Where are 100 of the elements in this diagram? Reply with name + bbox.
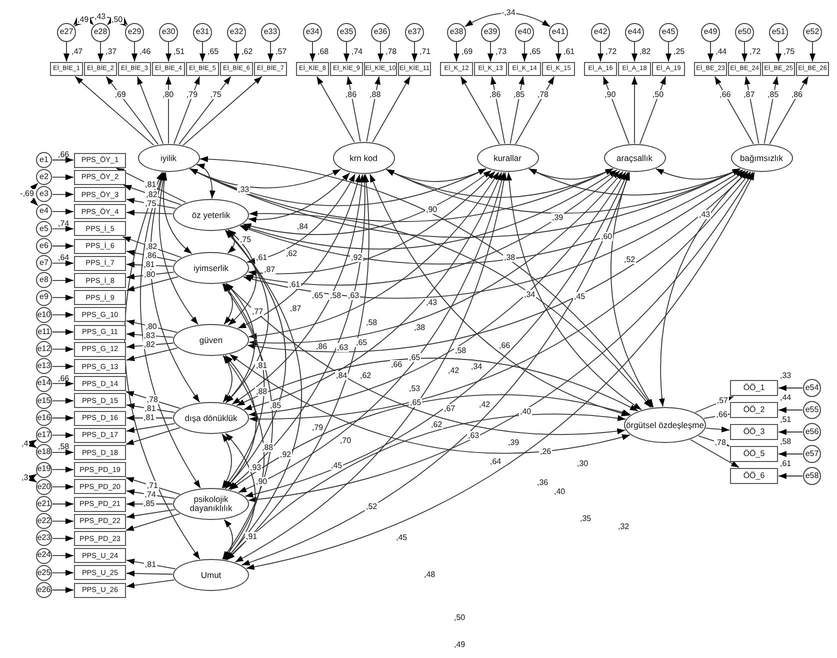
arrow [126,320,178,333]
value-label: ,74 [57,218,70,228]
indicator-box [730,402,778,418]
node-label: ÖÖ_5 [743,450,765,458]
indicator-box [74,444,126,460]
arrow [556,42,562,62]
curved-arrow [161,172,192,254]
value-label: ,74 [350,47,364,56]
arrow [126,570,173,576]
error-circle [36,513,52,530]
arrow [316,76,355,143]
value-label: ,67 [443,404,456,413]
arrow [690,439,740,468]
indicator-box [74,358,126,374]
value-label: ,64 [489,457,502,466]
value-label: ,65 [409,398,422,407]
arrow [52,226,74,232]
value-label: ,65 [355,338,368,347]
value-label: ,84 [335,371,348,380]
error-circle [36,392,52,409]
value-label: ,62 [240,47,254,56]
curved-arrow [239,169,744,264]
arrow [776,42,782,62]
node-label: e42 [594,28,608,36]
node-label: e5 [40,224,48,233]
indicator-box [74,342,126,357]
curved-arrow [28,474,38,483]
arrow [52,191,74,198]
arrow [52,363,74,370]
error-circle [36,341,52,358]
edge-label: ,86 [488,90,502,100]
indicator-box [618,62,651,76]
curved-arrow [240,170,618,250]
latent-ellipse [624,407,706,443]
node-label: e11 [38,328,50,336]
arrow [632,42,638,62]
error-circle [481,22,500,42]
error-circle [36,204,52,220]
node-label: kurallar [494,154,522,162]
indicator-box [254,62,287,76]
latent-ellipse [173,199,249,231]
arrow [510,76,525,144]
arrow [310,42,316,62]
node-label: e2 [40,172,48,182]
value-label: ,35 [579,514,592,523]
arrow [52,501,74,507]
indicator-box [74,428,126,443]
node-label: e17 [37,430,51,440]
arrow [52,432,74,438]
edge-label: ,57 [716,396,729,405]
node-label: e50 [738,28,752,36]
curved-arrow [199,156,654,408]
value-label: ,39 [551,213,564,222]
curved-arrow [248,171,624,346]
indicator-box [730,446,778,462]
edge-label: ,66 [715,410,728,420]
arrow [52,312,74,318]
curved-arrow [230,354,631,454]
error-circle [36,410,52,426]
value-label: ,66 [390,360,404,369]
arrow [98,42,104,62]
arrow [126,509,176,519]
arrow [126,501,173,507]
error-circle [125,22,144,42]
value-label: ,36 [536,478,550,487]
arrow [52,552,74,559]
arrow [810,42,816,62]
curved-arrow [224,519,233,560]
arrow [632,76,638,144]
error-circle [803,22,822,42]
edge-label: ,85 [142,499,156,508]
indicator-box [220,62,253,76]
error-circle [36,530,52,546]
indicator-box [74,496,126,512]
curved-arrow [226,414,626,560]
arrow [52,449,74,456]
arrow [166,42,172,62]
edge-label: ,81 [144,560,158,568]
value-label: ,82 [638,47,652,56]
curved-arrow [226,174,370,560]
value-label: ,88 [261,443,274,452]
error-circle [36,169,52,186]
error-circle [36,152,52,168]
latent-ellipse [604,144,666,172]
edge-label: ,90 [604,90,617,100]
arrow [52,174,74,180]
node-label: e55 [805,406,819,414]
value-label: ,50 [453,613,466,622]
node-label: güven [199,336,223,344]
error-circle [371,22,390,42]
value-label: ,38 [503,253,516,262]
arrow [488,42,494,62]
value-label: ,72 [748,47,762,56]
indicator-box [186,62,219,76]
curved-arrow [28,439,38,448]
value-label: ,49 [453,640,466,649]
curved-arrow [249,171,752,422]
node-label: e57 [805,450,819,458]
value-label: ,42 [447,366,460,375]
node-label: ÖÖ_1 [743,384,765,392]
